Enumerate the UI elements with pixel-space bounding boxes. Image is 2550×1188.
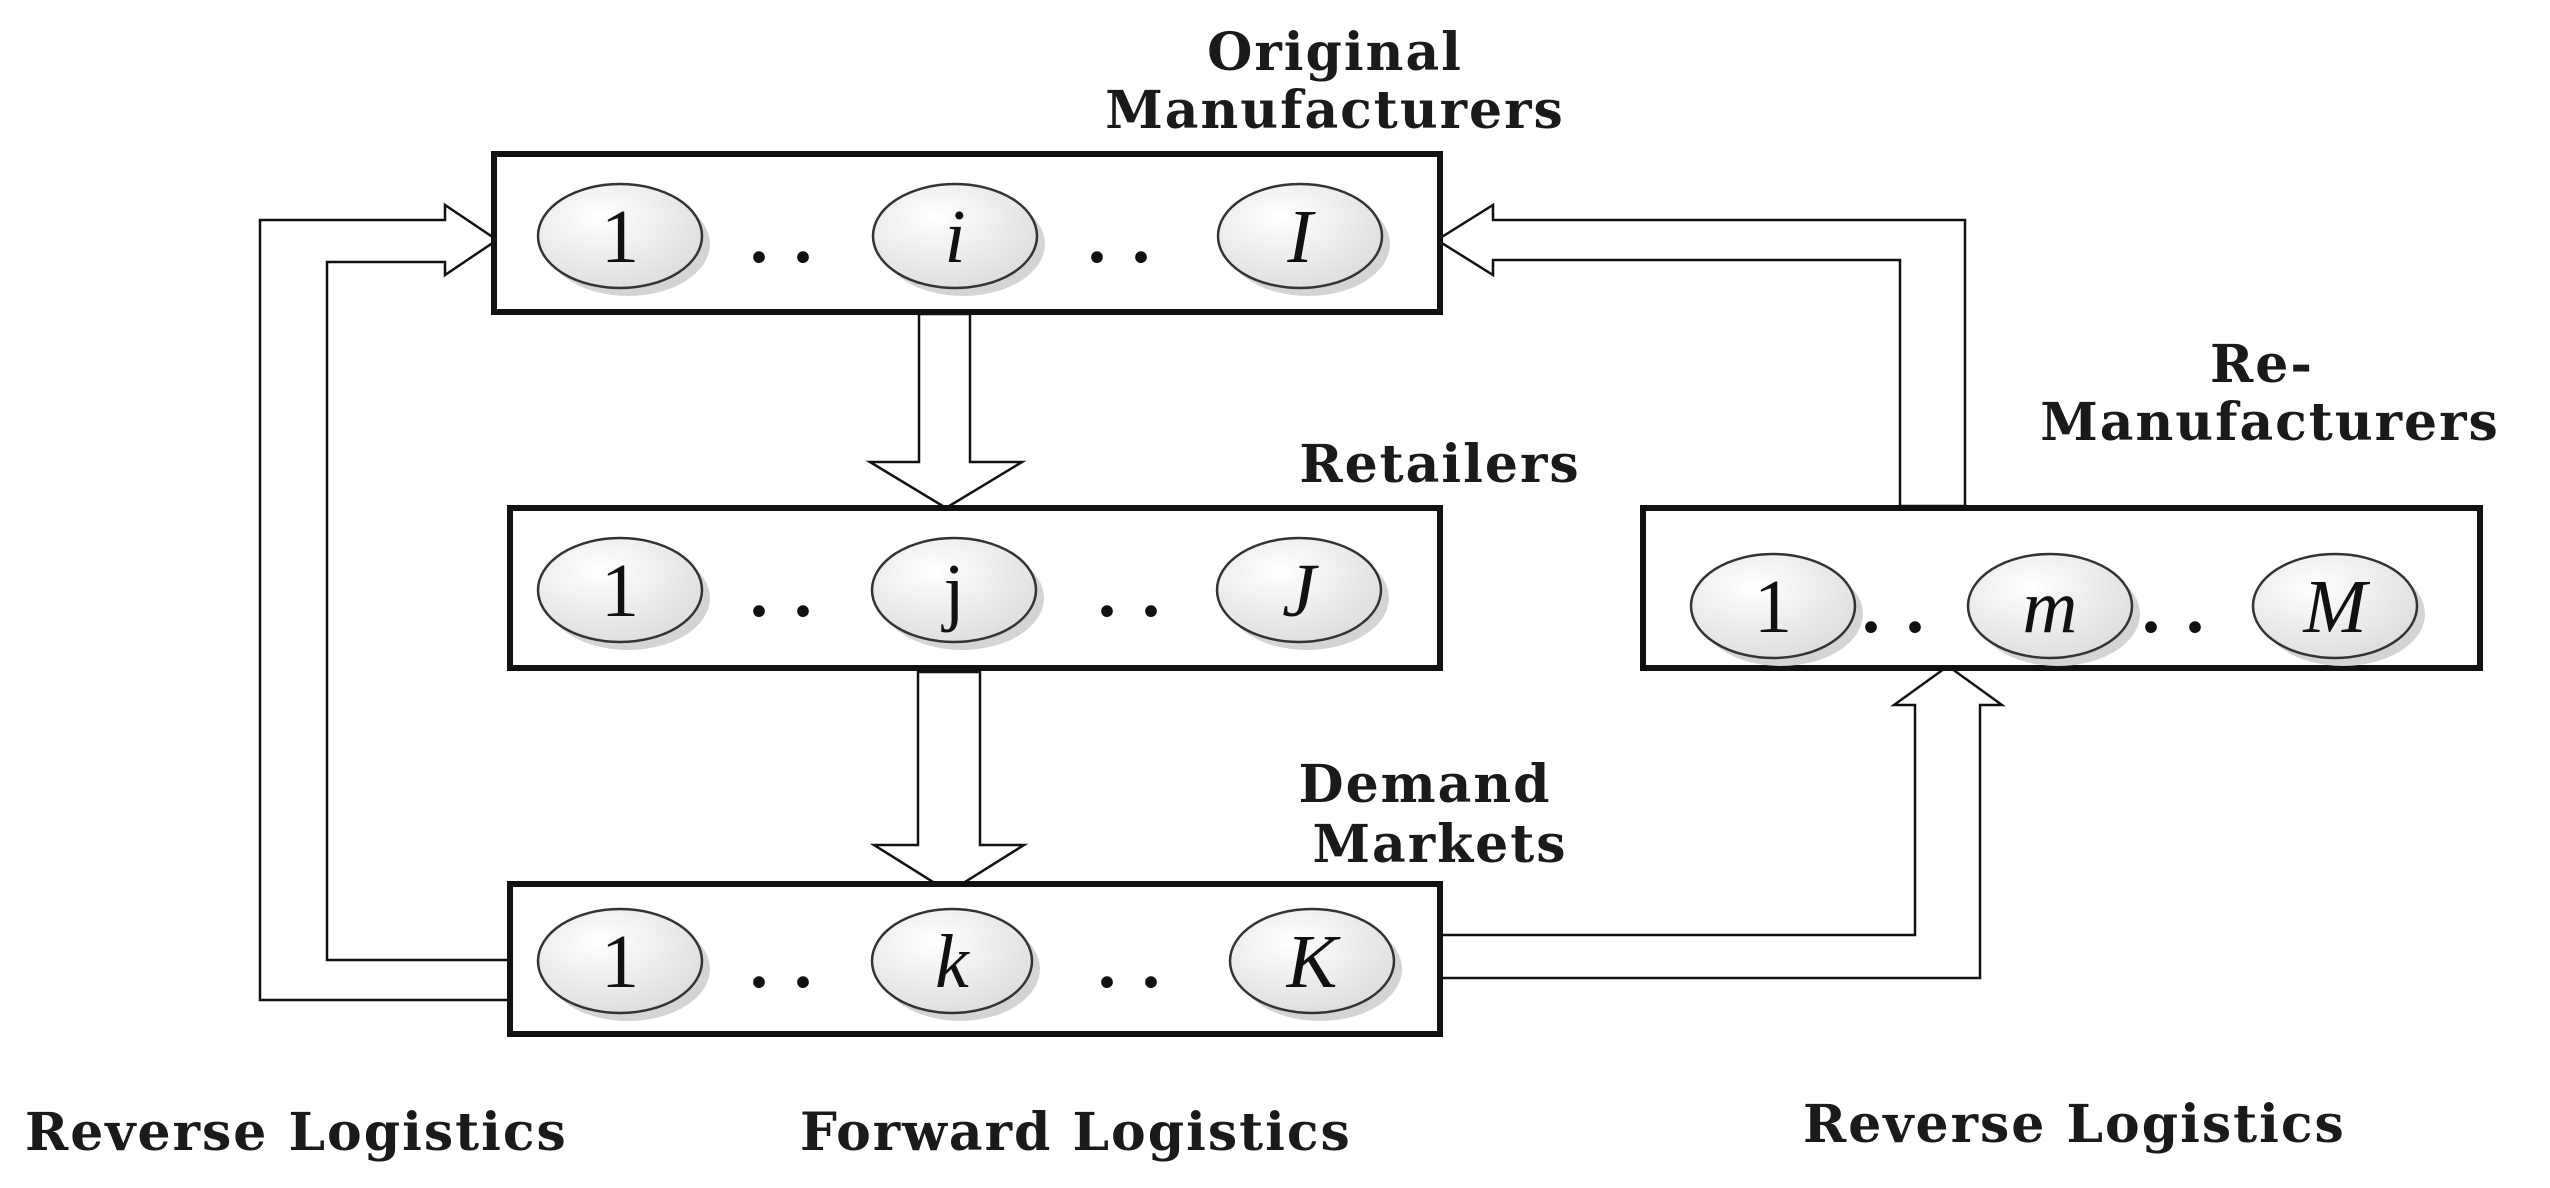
- node-label: j: [940, 549, 964, 633]
- node-label: 1: [601, 195, 639, 279]
- original-manufacturers-label-line-2: Manufacturers: [1105, 80, 1565, 141]
- original-manufacturer-node-first: 1: [536, 182, 710, 296]
- retailer-node-generic: j: [870, 536, 1044, 650]
- node-label: m: [2023, 565, 2078, 649]
- node-label: 1: [601, 920, 639, 1004]
- demand-market-node-generic: k: [870, 907, 1040, 1021]
- separator-dots: ..: [750, 923, 838, 1003]
- separator-dots: ..: [1862, 568, 1950, 648]
- reverse-logistics-arrow-bottom-right: [1438, 664, 2006, 980]
- original-manufacturer-node-generic: i: [871, 182, 1045, 296]
- node-label: M: [2302, 565, 2370, 649]
- re-manufacturer-node-first: 1: [1689, 552, 1863, 666]
- forward-logistics-label: Forward Logistics: [800, 1102, 1352, 1163]
- reverse-logistics-arrow-top-right: [1434, 202, 1967, 508]
- separator-dots: ..: [750, 552, 838, 632]
- separator-dots: ..: [1098, 552, 1186, 632]
- re-manufacturers-label-line-2: Manufacturers: [2040, 392, 2500, 453]
- retailer-node-last: J: [1215, 536, 1389, 650]
- node-label: J: [1282, 549, 1319, 633]
- forward-logistics-arrow-top: [865, 312, 1027, 510]
- node-label: I: [1286, 195, 1316, 279]
- node-label: 1: [1754, 565, 1792, 649]
- node-label: k: [935, 920, 970, 1004]
- demand-market-node-last: K: [1228, 907, 1402, 1021]
- original-manufacturer-node-last: I: [1216, 182, 1390, 296]
- demand-market-node-first: 1: [536, 907, 710, 1021]
- re-manufacturer-node-last: M: [2251, 552, 2425, 666]
- re-manufacturer-node-generic: m: [1966, 552, 2140, 666]
- separator-dots: ..: [1098, 923, 1186, 1003]
- retailers-label: Retailers: [1299, 434, 1580, 495]
- demand-markets-label-line-2: Markets: [1312, 814, 1567, 875]
- separator-dots: ..: [2142, 568, 2230, 648]
- node-label: 1: [601, 549, 639, 633]
- node-label: i: [944, 195, 965, 279]
- reverse-logistics-arrow-left: [258, 202, 512, 1002]
- original-manufacturers-label-line-1: Original: [1207, 22, 1463, 83]
- separator-dots: ..: [1088, 198, 1176, 278]
- reverse-logistics-label-left: Reverse Logistics: [25, 1102, 568, 1163]
- reverse-logistics-label-right: Reverse Logistics: [1803, 1094, 2346, 1155]
- retailer-node-first: 1: [536, 536, 710, 650]
- demand-markets-label-line-1: Demand: [1298, 754, 1551, 815]
- re-manufacturers-label-line-1: Re-: [2210, 334, 2314, 395]
- separator-dots: ..: [750, 198, 838, 278]
- node-label: K: [1286, 920, 1341, 1004]
- forward-logistics-arrow-bottom: [869, 670, 1029, 894]
